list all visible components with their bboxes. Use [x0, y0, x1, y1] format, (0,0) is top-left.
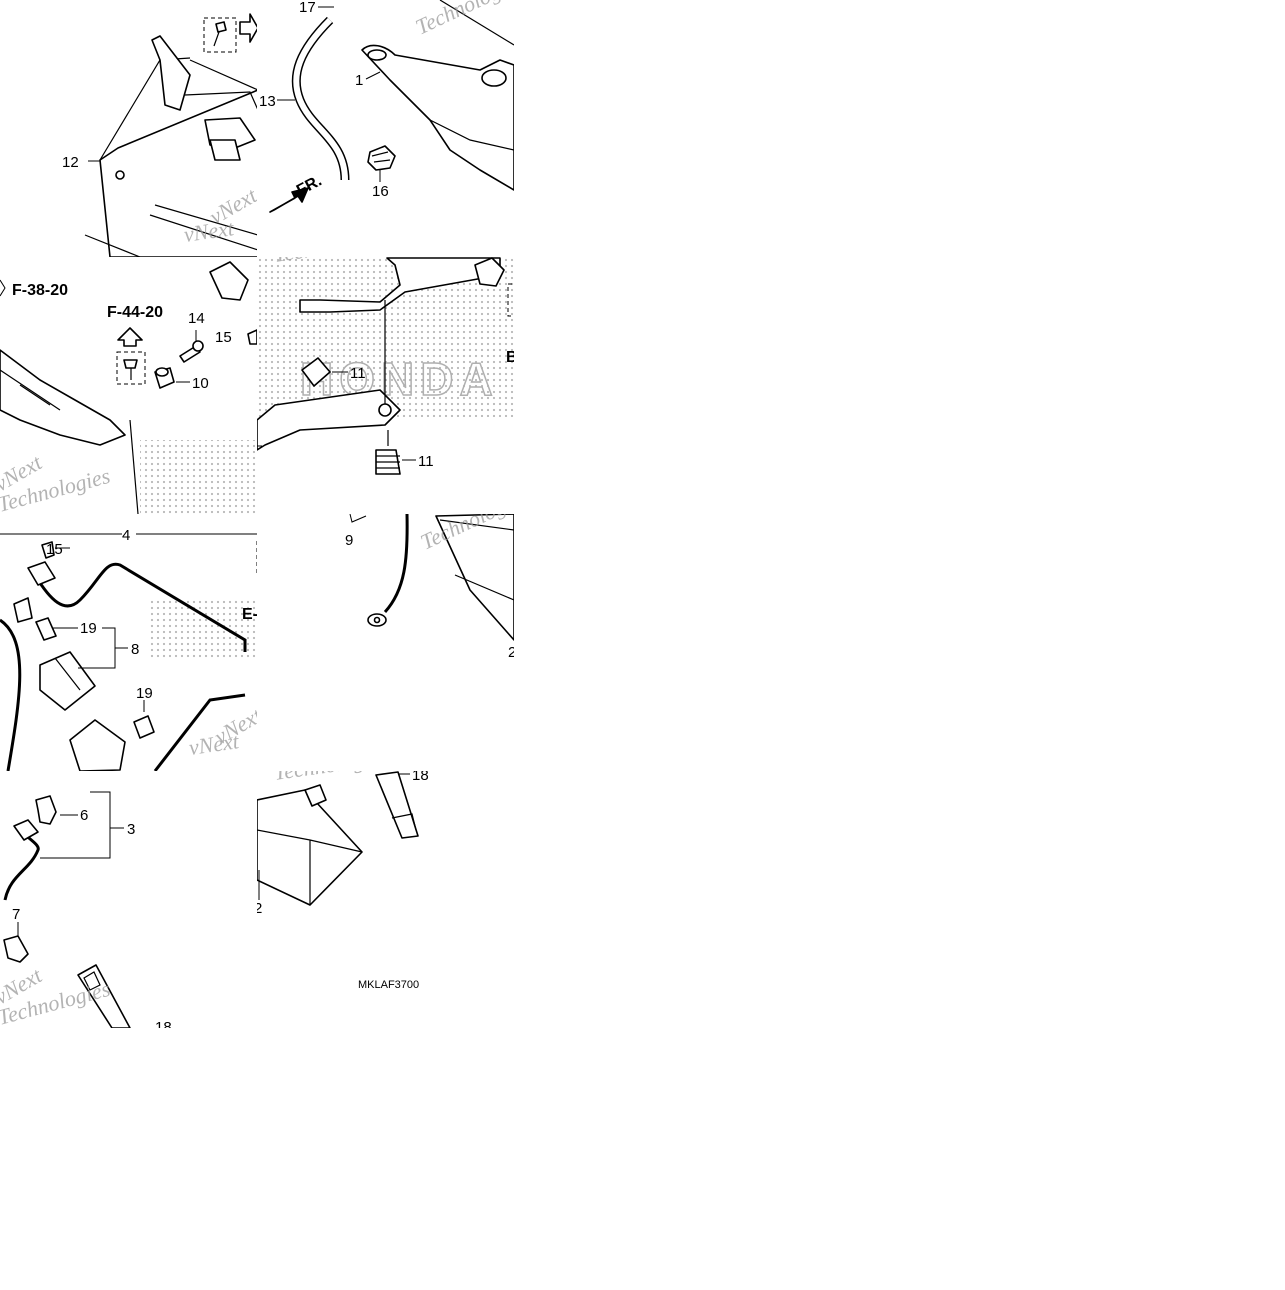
- band-18-upper: [375, 771, 419, 839]
- arrow-right-icon: [239, 13, 257, 43]
- front-arrow-icon: [269, 187, 309, 213]
- clip-part: [367, 145, 396, 171]
- callout-12: 12: [62, 154, 79, 171]
- rubber-11-upper: [301, 357, 331, 387]
- callout-6: 6: [80, 807, 88, 824]
- connector-19-lower: [133, 715, 155, 739]
- terminal-cover-6: [35, 795, 57, 825]
- callout-15-lower: 15: [46, 541, 63, 558]
- dashed-nut-box: [256, 539, 257, 575]
- ref-f-44-20: F-44-20: [107, 304, 163, 321]
- tile-battery: 18 2 MKLAF3700 Technologies: [254, 744, 429, 991]
- callout-2-upper: 2: [508, 644, 516, 661]
- callout-13: 13: [259, 93, 276, 110]
- callout-2-lower: 2: [254, 900, 262, 917]
- arrow-down-icon: [258, 578, 284, 598]
- callout-3: 3: [127, 821, 135, 838]
- tile-stay-rubbers: HONDA 11 11 5 B Technologies: [257, 257, 518, 475]
- connector-19: [35, 617, 57, 641]
- callout-15: 15: [215, 329, 232, 346]
- ref-e-13: E-13: [242, 606, 276, 623]
- callout-19-lower: 19: [136, 685, 153, 702]
- callout-8: 8: [131, 641, 139, 658]
- tile-battery-box: 12 vNext vNext: [62, 13, 257, 257]
- callout-4: 4: [122, 527, 130, 544]
- tile-bolts-collar: F-38-20 F-44-20 14 10 15 vNext Technolog…: [0, 261, 257, 514]
- callout-9: 9: [345, 532, 353, 549]
- dashed-screw-box: [116, 351, 146, 385]
- callout-18-lower: 18: [155, 1019, 172, 1036]
- callout-10: 10: [192, 375, 209, 392]
- callout-1: 1: [355, 72, 363, 89]
- watermark-text: Technologies: [412, 0, 527, 40]
- tile-harness-relays: 4 15 19 8 19 E-13 vNext vNext: [0, 527, 284, 771]
- arrow-up-icon: [117, 327, 143, 347]
- callout-16: 16: [372, 183, 389, 200]
- callout-14: 14: [188, 310, 205, 327]
- diagram-code: MKLAF3700: [358, 979, 419, 991]
- callout-11-upper: 11: [350, 365, 366, 382]
- clip-7: [3, 935, 29, 963]
- callout-11-lower: 11: [418, 453, 434, 470]
- relay-socket: [69, 719, 126, 771]
- ref-b: B: [506, 349, 518, 366]
- callout-18-upper: 18: [412, 767, 429, 784]
- callout-7: 7: [12, 906, 20, 923]
- ref-f-38-20: F-38-20: [12, 282, 68, 299]
- dashed-bolt-box: [203, 17, 237, 53]
- watermark-text: Technologies: [272, 744, 390, 785]
- nut-part: [474, 257, 505, 287]
- tile-hose-bracket: FR. 17 13 1 16 Technologies: [259, 0, 527, 213]
- relay-8: [39, 651, 96, 711]
- bolt-15: [41, 541, 55, 559]
- band-18: [77, 964, 131, 1028]
- callout-19-upper: 19: [80, 620, 97, 637]
- tile-ground-cable: 9 2 Technologies: [345, 514, 516, 661]
- callout-17: 17: [299, 0, 316, 16]
- bolt-icon: [215, 21, 227, 33]
- tile-cable-clip: 6 3 7 18 vNext Technologies: [0, 791, 172, 1036]
